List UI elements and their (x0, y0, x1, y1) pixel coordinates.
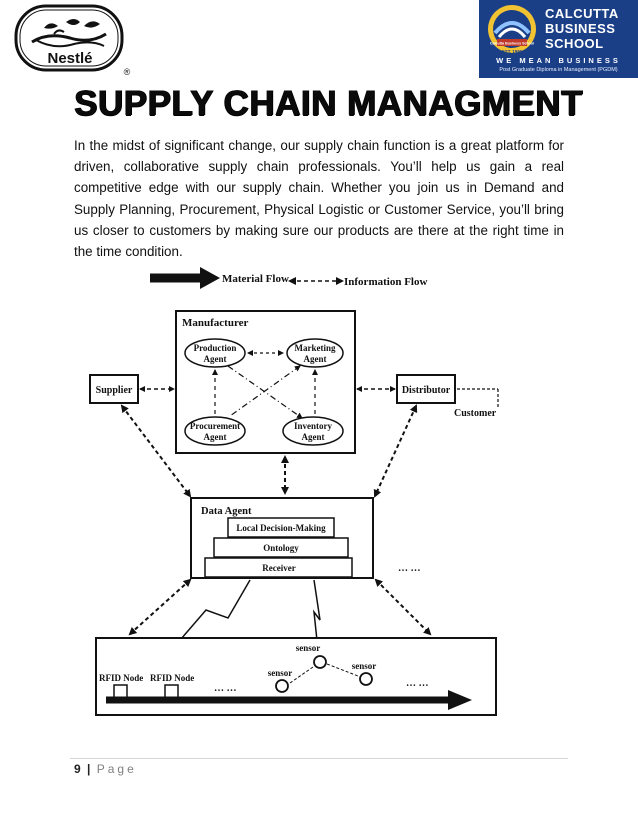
bottom-ellipsis-right: … … (406, 678, 429, 689)
inventory-agent-node (282, 416, 344, 446)
marketing-agent-label: Marketing (295, 343, 336, 353)
procurement-agent-label: Procurement (190, 421, 240, 431)
marketing-agent-node (286, 338, 344, 368)
page-number: 9 (74, 762, 81, 776)
sensor-network-box: sensor sensor sensor RFID Node RFID Node… (95, 637, 497, 716)
supply-chain-diagram: Material Flow Information Flow Manufactu… (89, 267, 499, 716)
cbs-logo: Calcutta Business School EST. 1990 CALCU… (479, 0, 638, 78)
sensor-right-label: sensor (352, 661, 377, 671)
footer-rule (70, 758, 568, 759)
data-agent-ellipsis: … … (398, 563, 421, 574)
production-agent-label-2: Agent (204, 354, 227, 364)
manufacturer-label: Manufacturer (182, 317, 249, 329)
bottom-ellipsis-left: … … (214, 683, 237, 694)
cbs-emblem-icon: Calcutta Business School EST. 1990 (488, 5, 536, 54)
rfid-node-label-1: RFID Node (99, 673, 143, 683)
cbs-emblem-year: EST. 1990 (502, 49, 523, 54)
cbs-subline: Post Graduate Diploma in Management (PGD… (499, 67, 618, 73)
production-agent-node (184, 338, 246, 368)
manufacturer-box: Manufacturer Production Agent Marketing … (175, 310, 356, 454)
inventory-agent-label: Inventory (294, 421, 332, 431)
rfid-node-1 (113, 684, 128, 699)
receiver-layer (204, 557, 353, 578)
sensor-node (313, 655, 327, 669)
rfid-node-label-2: RFID Node (150, 673, 194, 683)
wireless-signal-icon-2 (312, 579, 321, 651)
footer-separator: | (87, 762, 91, 776)
registered-mark: ® (124, 67, 131, 77)
nestle-logo: Nestlé ® (14, 4, 136, 78)
rfid-node-2 (164, 684, 179, 699)
local-decision-label: Local Decision-Making (236, 523, 326, 533)
customer-label: Customer (454, 408, 497, 419)
legend: Material Flow Information Flow (150, 267, 427, 289)
page-footer: 9 | Page (74, 762, 137, 776)
marketing-agent-label-2: Agent (304, 354, 327, 364)
sensor-node-2 (359, 672, 373, 686)
sensor-left-label: sensor (268, 668, 293, 678)
supplier-label: Supplier (96, 385, 133, 396)
sensor-top-label: sensor (296, 643, 321, 653)
cbs-tagline: WE MEAN BUSINESS (496, 56, 621, 65)
ontology-label: Ontology (263, 543, 299, 553)
intro-paragraph: In the midst of significant change, our … (74, 138, 564, 260)
legend-information-flow: Information Flow (344, 276, 427, 288)
production-agent-label: Production (194, 343, 237, 353)
cbs-emblem-text: Calcutta Business School (490, 42, 534, 46)
sensor-node-3 (275, 679, 289, 693)
distributor-label: Distributor (402, 385, 451, 396)
page-label: Page (96, 762, 137, 776)
inventory-agent-label-2: Agent (302, 432, 325, 442)
cbs-name-line-1: CALCUTTA (545, 6, 619, 21)
distributor-box (396, 374, 456, 404)
data-agent-label: Data Agent (201, 506, 252, 517)
supplier-box (89, 374, 139, 404)
page-title: SUPPLY CHAIN MANAGMENT (74, 84, 583, 123)
cbs-name-line-2: BUSINESS (545, 21, 616, 36)
procurement-agent-label-2: Agent (204, 432, 227, 442)
data-agent-box: Data Agent Local Decision-Making Ontolog… (190, 497, 374, 579)
legend-material-flow: Material Flow (222, 273, 289, 285)
receiver-label: Receiver (262, 563, 295, 573)
cbs-name-line-3: SCHOOL (545, 36, 604, 51)
nestle-wordmark: Nestlé (47, 50, 92, 67)
local-decision-layer (227, 517, 335, 538)
ontology-layer (213, 537, 349, 558)
